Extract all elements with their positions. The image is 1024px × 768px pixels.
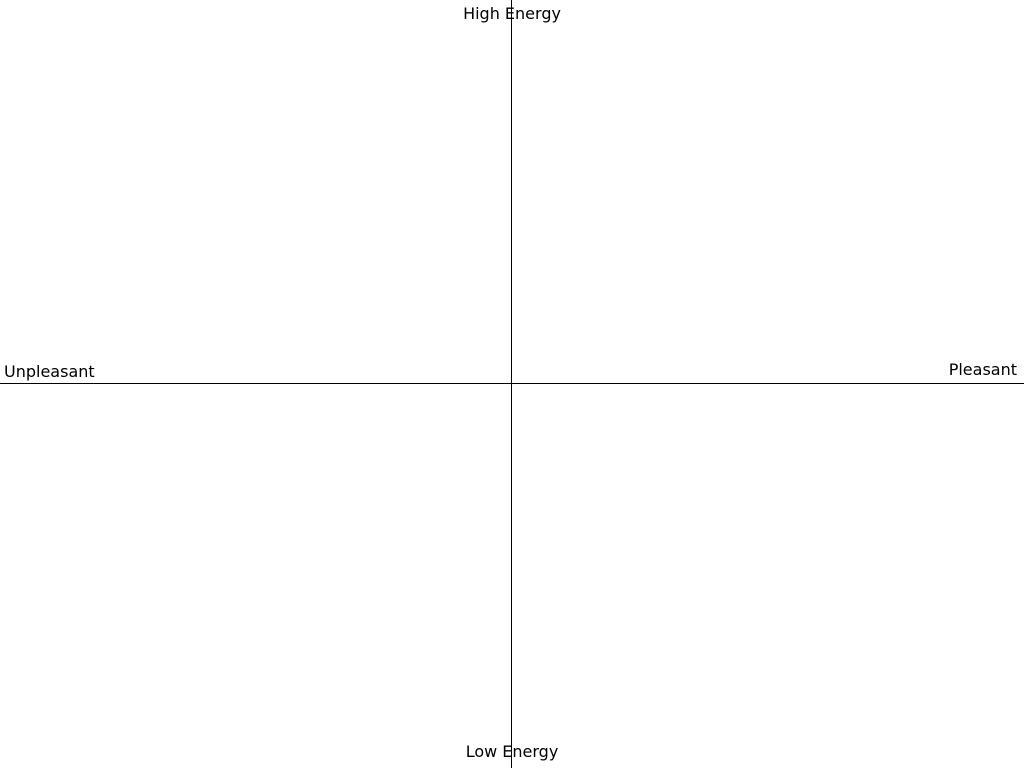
pleasant-label: Pleasant [948,360,1017,379]
unpleasant-label: Unpleasant [4,362,95,381]
pleasantness-axis-line [0,383,1024,384]
high-energy-label: High Energy [463,4,561,23]
energy-axis-line [511,0,512,768]
low-energy-label: Low Energy [465,742,559,761]
